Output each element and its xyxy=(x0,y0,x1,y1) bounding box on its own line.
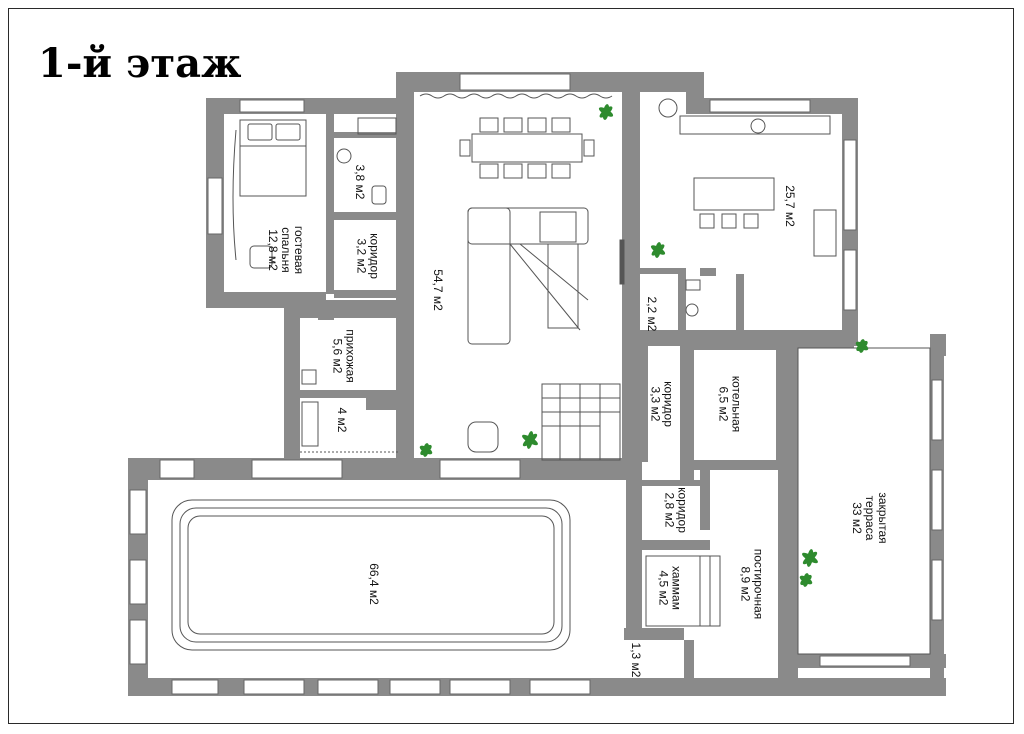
plant-icon xyxy=(799,573,813,587)
room-boiler: котельная6,5 м2 xyxy=(717,376,744,432)
room-label-line: прихожая xyxy=(344,329,358,382)
room-terrace: закрытаятерраса33 м2 xyxy=(850,492,890,543)
room-label-line: коридор xyxy=(662,381,676,427)
room-corridor-low: коридор2,8 м2 xyxy=(663,487,690,533)
room-corridor-top: коридор3,2 м2 xyxy=(355,233,382,279)
room-label-line: 12,8 м2 xyxy=(266,229,280,271)
bidet-icon xyxy=(371,185,387,205)
bed-icon xyxy=(232,119,307,261)
room-label-line: закрытая xyxy=(876,492,890,543)
room-pool: 66,4 м2 xyxy=(367,563,381,605)
room-label-line: 2,8 м2 xyxy=(663,493,677,528)
room-label-line: 1,3 м2 xyxy=(629,643,643,678)
kitchen-island xyxy=(693,177,775,211)
room-label-line: 25,7 м2 xyxy=(783,185,797,227)
room-hallway: прихожая5,6 м2 xyxy=(331,329,358,382)
room-label-line: коридор xyxy=(676,487,690,533)
room-hammam: хаммам4,5 м2 xyxy=(657,566,684,610)
walls xyxy=(128,72,946,696)
stove-icon xyxy=(658,98,678,118)
room-label-line: 4,5 м2 xyxy=(657,571,671,606)
room-label-line: 8,9 м2 xyxy=(739,567,753,602)
room-label-line: 3,3 м2 xyxy=(649,387,663,422)
room-label-line: гостевая xyxy=(292,226,306,274)
furniture xyxy=(171,93,931,655)
room-label-line: 3,2 м2 xyxy=(355,239,369,274)
room-corridor-mid: коридор3,3 м2 xyxy=(649,381,676,427)
curtain xyxy=(419,93,613,99)
toilet-icon-2 xyxy=(685,303,699,317)
room-closet: 4 м2 xyxy=(335,408,349,433)
room-wc-small: 1,3 м2 xyxy=(629,643,643,678)
room-label-line: 3,8 м2 xyxy=(353,165,367,200)
room-label-line: постирочная xyxy=(752,549,766,620)
sink-icon xyxy=(357,117,397,135)
plant-icon xyxy=(855,339,869,353)
tv-icon xyxy=(619,239,625,285)
room-guest-bedroom: гостеваяспальня12,8 м2 xyxy=(266,226,306,274)
plant-icon xyxy=(522,431,538,449)
room-label-line: котельная xyxy=(730,376,744,432)
room-label-line: 33 м2 xyxy=(850,502,864,534)
floor-title: 1-й этаж xyxy=(38,40,242,87)
room-label-line: коридор xyxy=(368,233,382,279)
room-label-line: спальня xyxy=(279,227,293,273)
plant-icon xyxy=(650,242,666,258)
room-label-line: 4 м2 xyxy=(335,408,349,433)
plants xyxy=(419,104,869,587)
drawing-frame xyxy=(8,8,1014,724)
table-icon xyxy=(459,117,595,179)
sofa-icon xyxy=(467,207,589,345)
room-laundry: постирочная8,9 м2 xyxy=(739,549,766,620)
room-label-line: 66,4 м2 xyxy=(367,563,381,605)
room-bathroom-small: 3,8 м2 xyxy=(353,165,367,200)
room-wc-kitchen: 2,2 м2 xyxy=(645,297,659,332)
plant-icon xyxy=(419,443,433,457)
room-label-line: 5,6 м2 xyxy=(331,339,345,374)
room-label-line: терраса xyxy=(863,496,877,541)
armchair-icon xyxy=(467,421,499,453)
room-label-line: 6,5 м2 xyxy=(717,387,731,422)
room-label-line: 54,7 м2 xyxy=(431,269,445,311)
plant-icon xyxy=(802,549,818,567)
pool-icon xyxy=(171,499,571,651)
room-label-line: 2,2 м2 xyxy=(645,297,659,332)
room-kitchen: 25,7 м2 xyxy=(783,185,797,227)
plant-icon xyxy=(598,104,614,120)
toilet-icon xyxy=(336,148,352,164)
room-living: 54,7 м2 xyxy=(431,269,445,311)
stairs-icon xyxy=(541,383,621,461)
room-label-line: хаммам xyxy=(670,566,684,610)
chair-icon xyxy=(249,245,273,269)
windows xyxy=(129,73,943,695)
